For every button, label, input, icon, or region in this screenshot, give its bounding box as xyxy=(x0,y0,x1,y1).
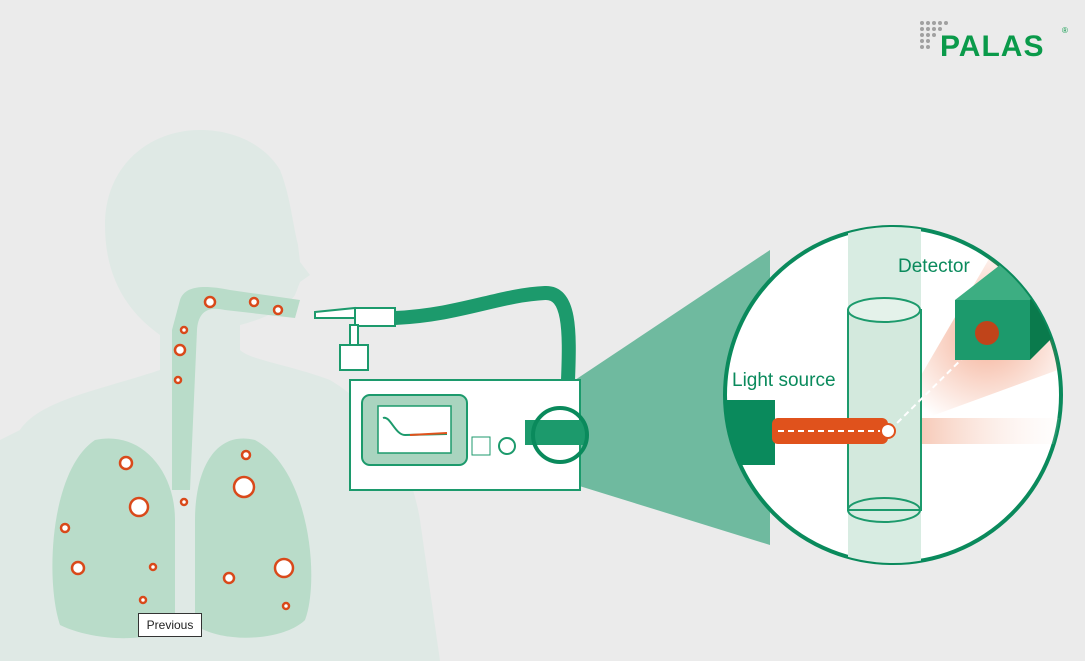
detector-label: Detector xyxy=(898,256,970,277)
logo-dots-icon xyxy=(920,21,948,49)
magnification-cone xyxy=(560,250,770,545)
logo-text: PALAS xyxy=(940,30,1045,63)
registered-mark: ® xyxy=(1062,26,1068,35)
measurement-device xyxy=(349,379,589,491)
airway xyxy=(52,287,312,639)
palas-logo: PALAS ® xyxy=(916,18,1076,63)
breathing-tube xyxy=(314,286,576,381)
previous-button[interactable]: Previous xyxy=(138,613,202,637)
light-source-label: Light source xyxy=(732,370,836,391)
virus-particles xyxy=(59,295,295,611)
